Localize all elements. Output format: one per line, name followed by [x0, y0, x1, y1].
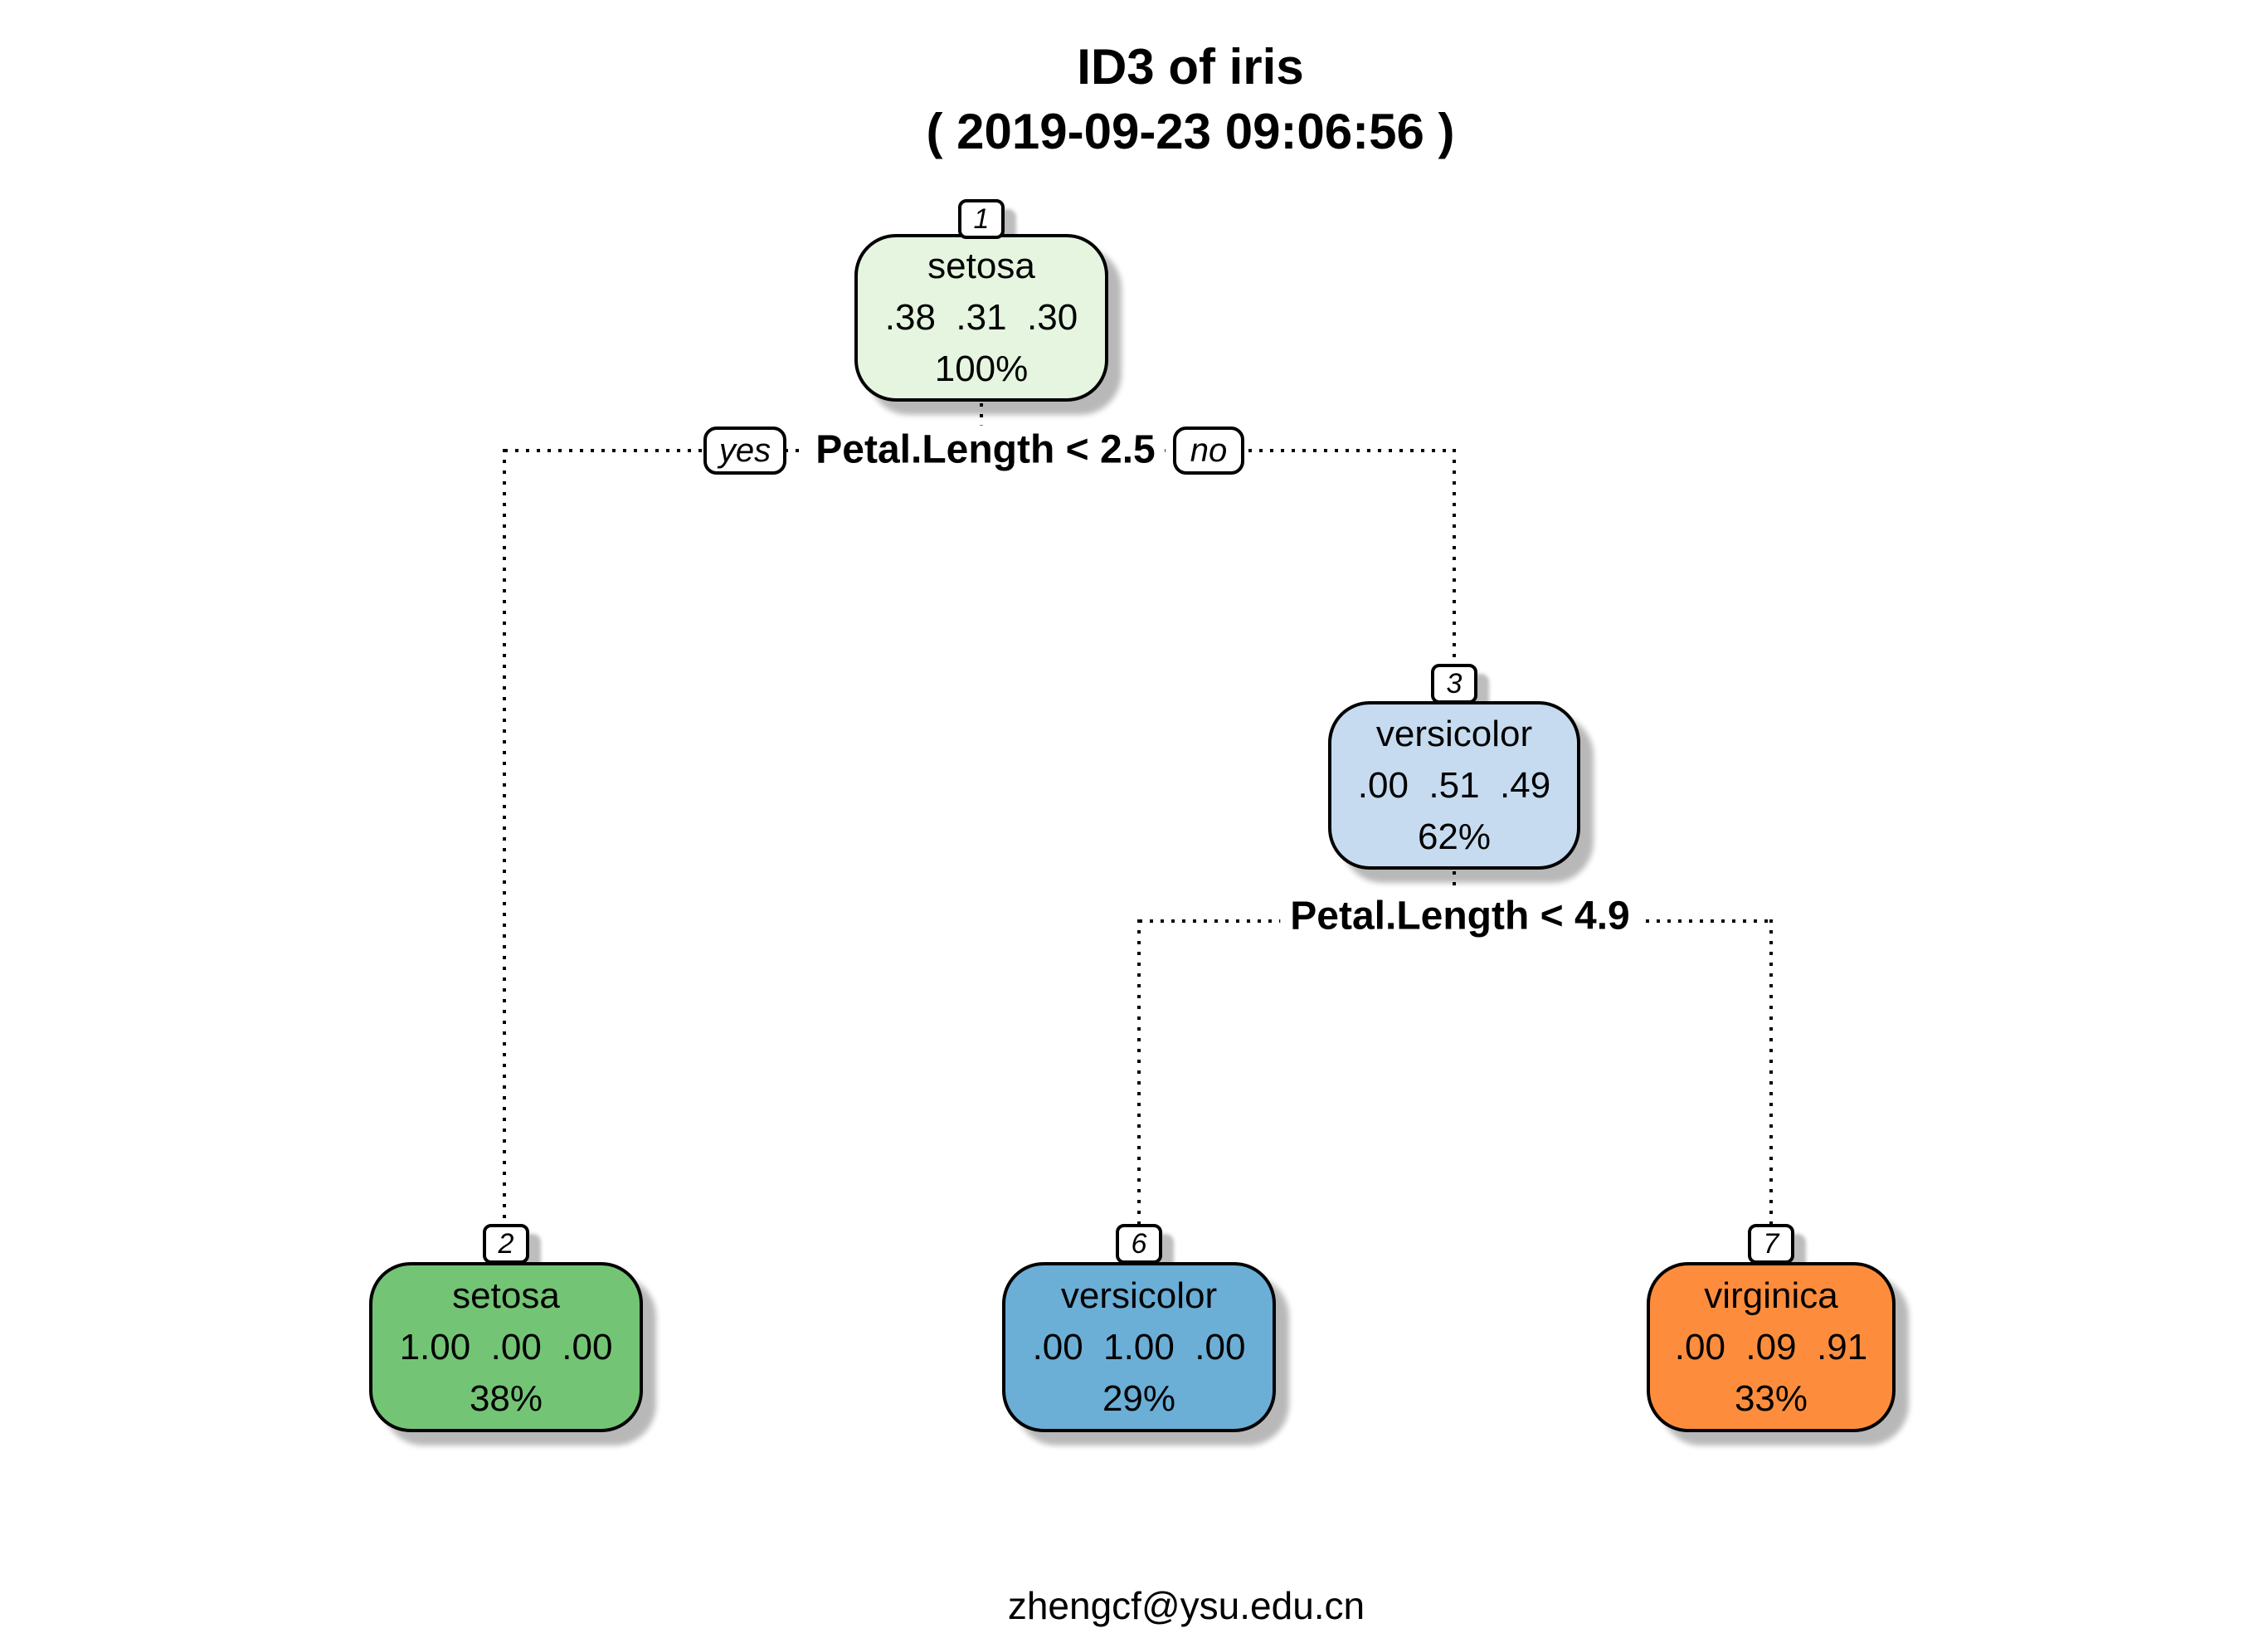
- node6-percent: 29%: [1102, 1377, 1176, 1419]
- node2-probabilities: 1.00 .00 .00: [399, 1326, 613, 1367]
- branch-line-to-node6: [1137, 919, 1141, 1225]
- node3-percent: 62%: [1417, 816, 1492, 857]
- tree-node-7: virginica .00 .09 .91 33%: [1647, 1262, 1896, 1432]
- node2-class-label: setosa: [452, 1275, 560, 1316]
- node3-class-label: versicolor: [1375, 713, 1533, 754]
- node1-number-badge: 1: [958, 199, 1005, 239]
- tree-node-2: setosa 1.00 .00 .00 38%: [369, 1262, 643, 1432]
- node2-percent: 38%: [469, 1377, 543, 1419]
- node1-probabilities: .38 .31 .30: [884, 297, 1078, 338]
- no-badge: no: [1173, 427, 1244, 475]
- node6-probabilities: .00 1.00 .00: [1032, 1326, 1246, 1367]
- node3-number-badge: 3: [1431, 664, 1477, 704]
- node2-number-badge: 2: [483, 1224, 529, 1264]
- node6-class-label: versicolor: [1060, 1275, 1218, 1316]
- node3-probabilities: .00 .51 .49: [1357, 764, 1551, 806]
- node7-number-badge: 7: [1748, 1224, 1794, 1264]
- tree-node-6: versicolor .00 1.00 .00 29%: [1002, 1262, 1276, 1432]
- split2-condition-label: Petal.Length < 4.9: [1280, 891, 1640, 941]
- node6-number-badge: 6: [1116, 1224, 1162, 1264]
- node7-percent: 33%: [1734, 1377, 1808, 1419]
- node1-class-label: setosa: [927, 246, 1035, 286]
- branch-line-to-node2: [503, 449, 506, 1225]
- branch-line-to-node3: [1453, 449, 1456, 664]
- branch-line-to-node7: [1769, 919, 1773, 1225]
- node7-probabilities: .00 .09 .91: [1674, 1326, 1868, 1367]
- author-email: zhengcf@ysu.edu.cn: [1007, 1584, 1365, 1627]
- yes-badge: yes: [703, 427, 786, 475]
- tree-node-1: setosa .38 .31 .30 100%: [854, 234, 1108, 402]
- plot-title-line1: ID3 of iris: [1077, 39, 1304, 95]
- plot-title-line2: ( 2019-09-23 09:06:56 ): [926, 104, 1455, 159]
- split1-condition-label: Petal.Length < 2.5: [805, 425, 1166, 475]
- node7-class-label: virginica: [1704, 1275, 1838, 1316]
- plot-title: ID3 of iris ( 2019-09-23 09:06:56 ): [926, 35, 1454, 164]
- node1-percent: 100%: [934, 349, 1029, 389]
- tree-node-3: versicolor .00 .51 .49 62%: [1328, 701, 1580, 870]
